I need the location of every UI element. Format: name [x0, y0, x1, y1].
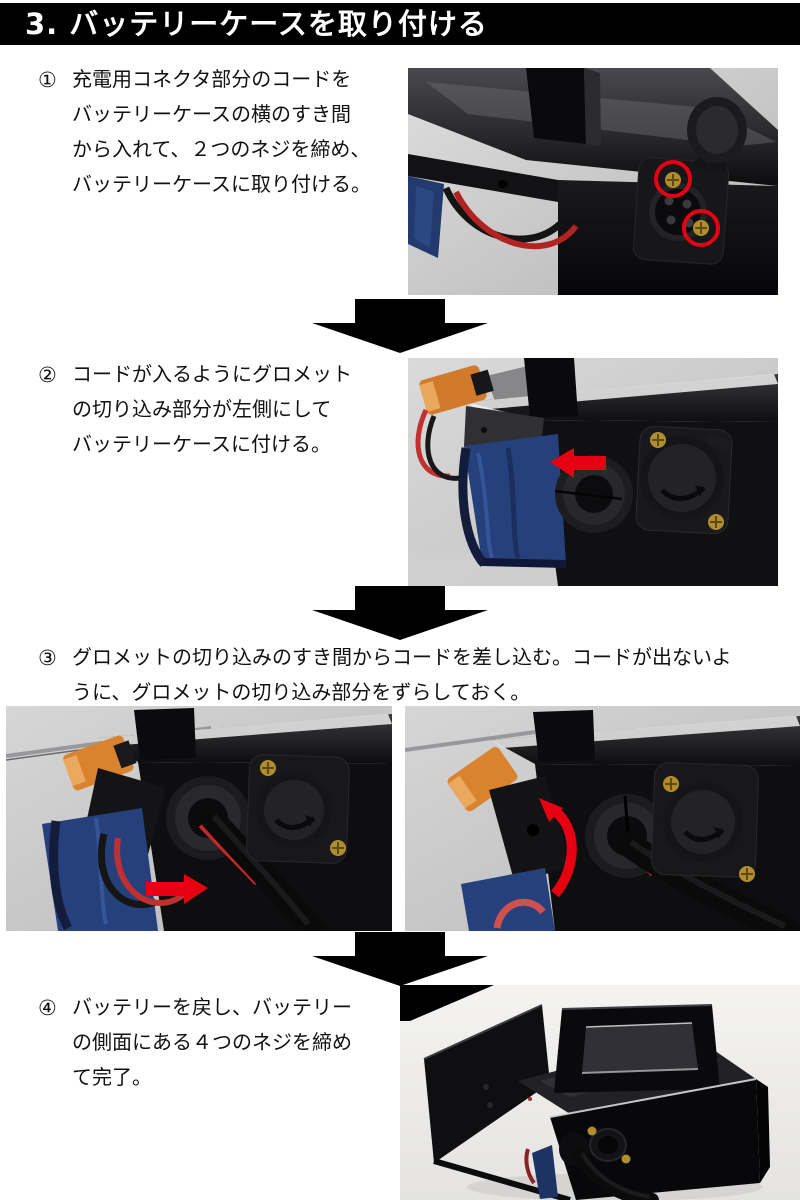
- step-4-lines: バッテリーを戻し、バッテリー の側面にある４つのネジを締め て完了。: [72, 990, 352, 1095]
- step-line: バッテリーを戻し、バッテリー: [72, 995, 352, 1019]
- step-line: グロメットの切り込みのすき間からコードを差し込む。コードが出ないよ: [72, 645, 732, 669]
- down-arrow-icon: [312, 586, 488, 640]
- step-1-lines: 充電用コネクタ部分のコードを バッテリーケースの横のすき間 から入れて、２つのネ…: [72, 62, 371, 202]
- step-3-lines: グロメットの切り込みのすき間からコードを差し込む。コードが出ないよ うに、グロメ…: [72, 640, 732, 710]
- step-3-number: ③: [38, 646, 57, 670]
- photo-step4-finished-battery-box: [400, 985, 800, 1200]
- photo-step1-connector-screws: [408, 68, 778, 295]
- step-line: バッテリーケースの横のすき間: [72, 102, 351, 126]
- step-line: の側面にある４つのネジを締め: [72, 1030, 352, 1054]
- step-line: 充電用コネクタ部分のコードを: [72, 67, 352, 91]
- step-line: バッテリーケースに付ける。: [72, 432, 331, 456]
- red-curved-arrow-annotation: [547, 803, 577, 898]
- photo-step3-cord-inserted: [6, 706, 392, 931]
- red-right-arrow-annotation: [146, 874, 208, 904]
- photo-step2-grommet-mounted: [408, 358, 778, 586]
- down-arrow-icon: [312, 299, 488, 353]
- step-3-text: ③ グロメットの切り込みのすき間からコードを差し込む。コードが出ないよ うに、グ…: [38, 640, 732, 710]
- step-2-text: ② コードが入るようにグロメット の切り込み部分が左側にして バッテリーケースに…: [38, 357, 352, 462]
- step-1-text: ① 充電用コネクタ部分のコードを バッテリーケースの横のすき間 から入れて、２つ…: [38, 62, 371, 202]
- red-left-arrow-annotation: [550, 448, 606, 478]
- step-line: うに、グロメットの切り込み部分をずらしておく。: [72, 680, 531, 704]
- red-circle-annotation: [654, 160, 692, 198]
- screw-icon: [587, 1126, 597, 1136]
- photo-step3-grommet-rotated: [405, 706, 800, 931]
- step-line: の切り込み部分が左側にして: [72, 397, 332, 421]
- red-curved-arrow-head: [539, 798, 563, 822]
- screw-icon: [621, 1154, 631, 1164]
- step-4-text: ④ バッテリーを戻し、バッテリー の側面にある４つのネジを締め て完了。: [38, 990, 352, 1095]
- step-2-lines: コードが入るようにグロメット の切り込み部分が左側にして バッテリーケースに付け…: [72, 357, 352, 462]
- step-line: バッテリーケースに取り付ける。: [72, 172, 371, 196]
- section-title: 3. バッテリーケースを取り付ける: [25, 7, 488, 41]
- step-line: て完了。: [72, 1065, 152, 1089]
- red-circle-annotation: [682, 209, 720, 247]
- step-line: から入れて、２つのネジを締め、: [72, 137, 371, 161]
- down-arrow-icon: [312, 932, 488, 986]
- step-line: コードが入るようにグロメット: [72, 362, 352, 386]
- step-1-number: ①: [38, 68, 57, 92]
- step-2-number: ②: [38, 363, 57, 387]
- step-4-number: ④: [38, 996, 57, 1020]
- section-title-bar: 3. バッテリーケースを取り付ける: [0, 3, 800, 45]
